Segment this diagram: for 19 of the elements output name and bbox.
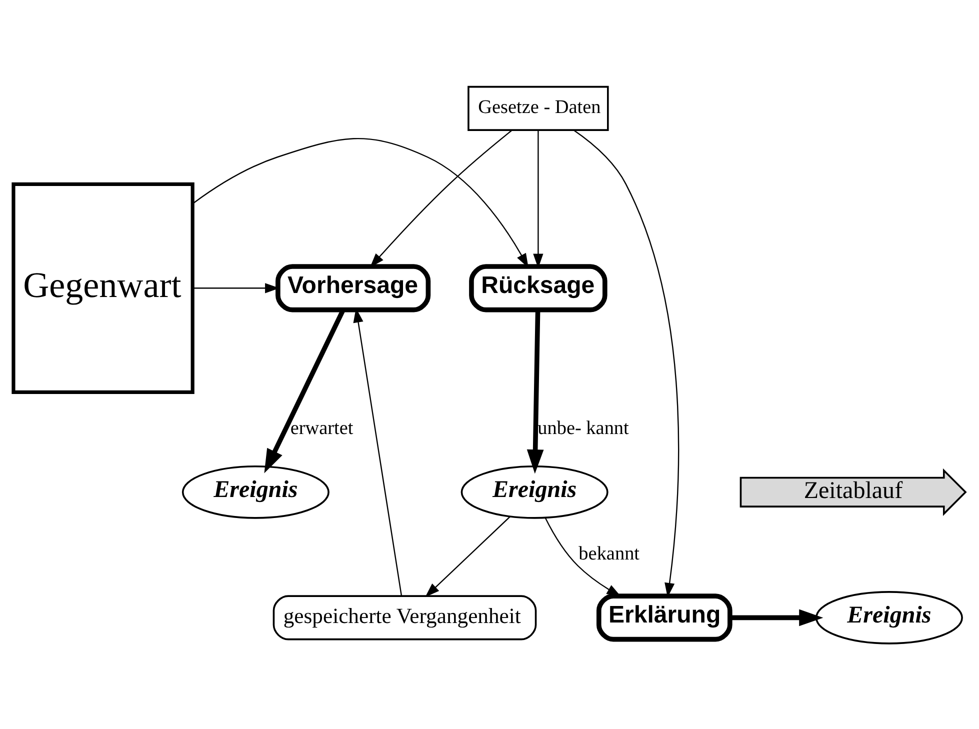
node-box: Rücksage [469, 264, 608, 312]
node-box: Erklärung [596, 593, 732, 642]
node-ellipse: Ereignis [815, 590, 963, 644]
arrow [192, 138, 528, 268]
node-ellipse: Ereignis [182, 465, 330, 518]
node-box: Gesetze - Daten [468, 85, 609, 130]
node-ellipse: Ereignis [460, 465, 608, 518]
arrow [526, 309, 544, 474]
node-box: Gegenwart [12, 182, 194, 394]
arrow [730, 608, 824, 626]
arrow [573, 129, 680, 597]
edge-label: unbe- kannt [538, 417, 629, 438]
node-box: gespeicherte Vergangenheit [272, 594, 537, 640]
arrow [425, 516, 511, 597]
edge-label: erwartet [290, 417, 354, 438]
arrow [544, 516, 622, 596]
node-box: Vorhersage [276, 264, 431, 312]
edge-label: bekannt [578, 542, 640, 564]
arrow [370, 129, 512, 268]
